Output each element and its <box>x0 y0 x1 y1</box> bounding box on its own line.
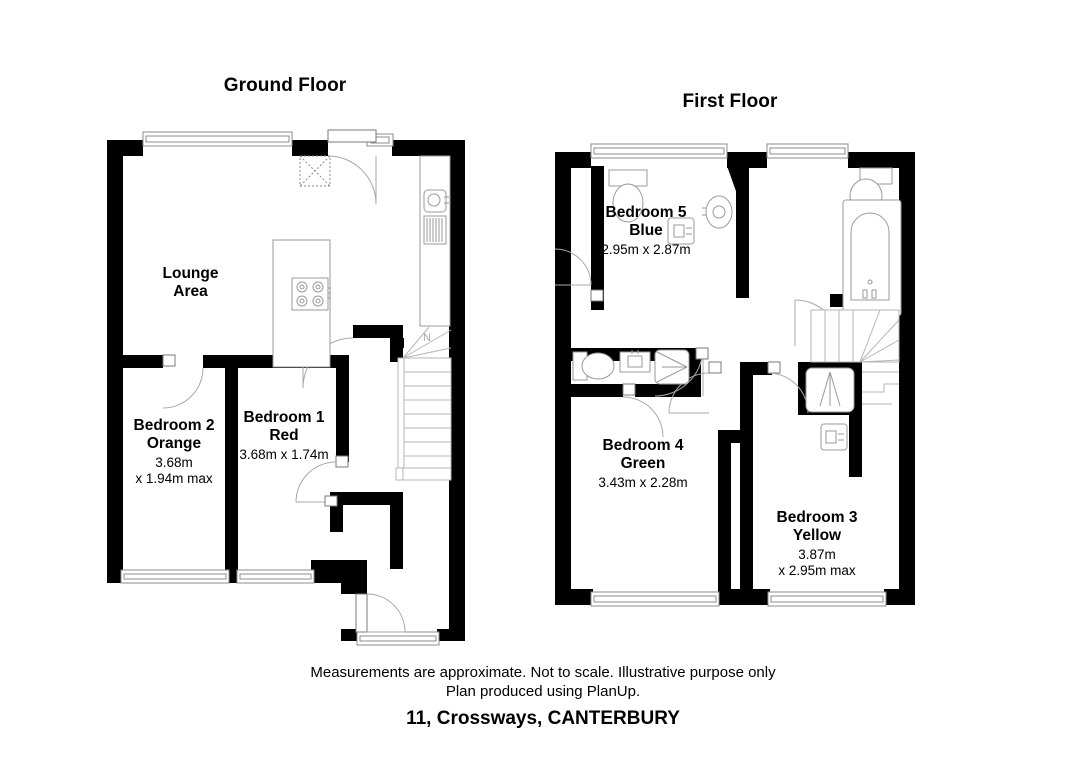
room-dim1-bedroom-5: 2.95m x 2.87m <box>601 241 691 257</box>
ground-floor-plan: N <box>107 129 465 646</box>
room-dim2-bedroom-3: x 2.95m max <box>778 563 856 579</box>
room-dim1-bedroom-2: 3.68m <box>155 454 193 470</box>
property-address-title: 11, Crossways, CANTERBURY <box>406 708 680 729</box>
room-sub-bedroom-4: Green <box>620 455 666 473</box>
room-dim1-bedroom-3: 3.87m <box>798 546 836 562</box>
room-name-bedroom-2: Bedroom 2 <box>133 417 215 434</box>
room-sub-bedroom-2: Orange <box>146 435 202 453</box>
disclaimer-line-1: Measurements are approximate. Not to sca… <box>310 664 776 681</box>
ground-floor-walls <box>107 140 465 641</box>
room-sub-lounge: Area <box>173 283 208 301</box>
ground-floor-doors <box>162 129 406 633</box>
room-label-bedroom-5: Bedroom 5 Blue 2.95m x 2.87m <box>581 204 711 257</box>
first-floor-title: First Floor <box>682 91 778 112</box>
room-name-lounge: Lounge <box>162 265 219 282</box>
ground-floor-windows <box>120 131 440 646</box>
svg-text:N: N <box>423 332 431 344</box>
room-label-bedroom-3: Bedroom 3 Yellow 3.87m x 2.95m max <box>752 509 882 579</box>
room-label-bedroom-2: Bedroom 2 Orange 3.68m x 1.94m max <box>109 417 239 487</box>
room-dim1-bedroom-1: 3.68m x 1.74m <box>239 446 329 462</box>
room-dim1-bedroom-4: 3.43m x 2.28m <box>598 474 688 490</box>
room-dim2-bedroom-2: x 1.94m max <box>135 471 213 487</box>
room-name-bedroom-4: Bedroom 4 <box>602 437 684 454</box>
ground-floor-staircase: N <box>395 326 452 481</box>
disclaimer-line-2: Plan produced using PlanUp. <box>445 683 641 700</box>
first-floor-staircase <box>810 309 900 405</box>
room-name-bedroom-3: Bedroom 3 <box>776 509 858 526</box>
room-sub-bedroom-1: Red <box>269 427 299 445</box>
room-label-bedroom-1: Bedroom 1 Red 3.68m x 1.74m <box>222 409 346 462</box>
room-sub-bedroom-3: Yellow <box>792 527 842 545</box>
first-floor-doors <box>554 248 842 438</box>
room-name-bedroom-1: Bedroom 1 <box>243 409 325 426</box>
room-sub-bedroom-5: Blue <box>629 222 663 240</box>
ground-floor-title: Ground Floor <box>223 75 347 96</box>
room-name-bedroom-5: Bedroom 5 <box>605 204 687 221</box>
room-label-bedroom-4: Bedroom 4 Green 3.43m x 2.28m <box>578 437 708 490</box>
room-label-lounge: Lounge Area <box>128 265 253 302</box>
ground-floor-fixtures <box>272 155 451 368</box>
